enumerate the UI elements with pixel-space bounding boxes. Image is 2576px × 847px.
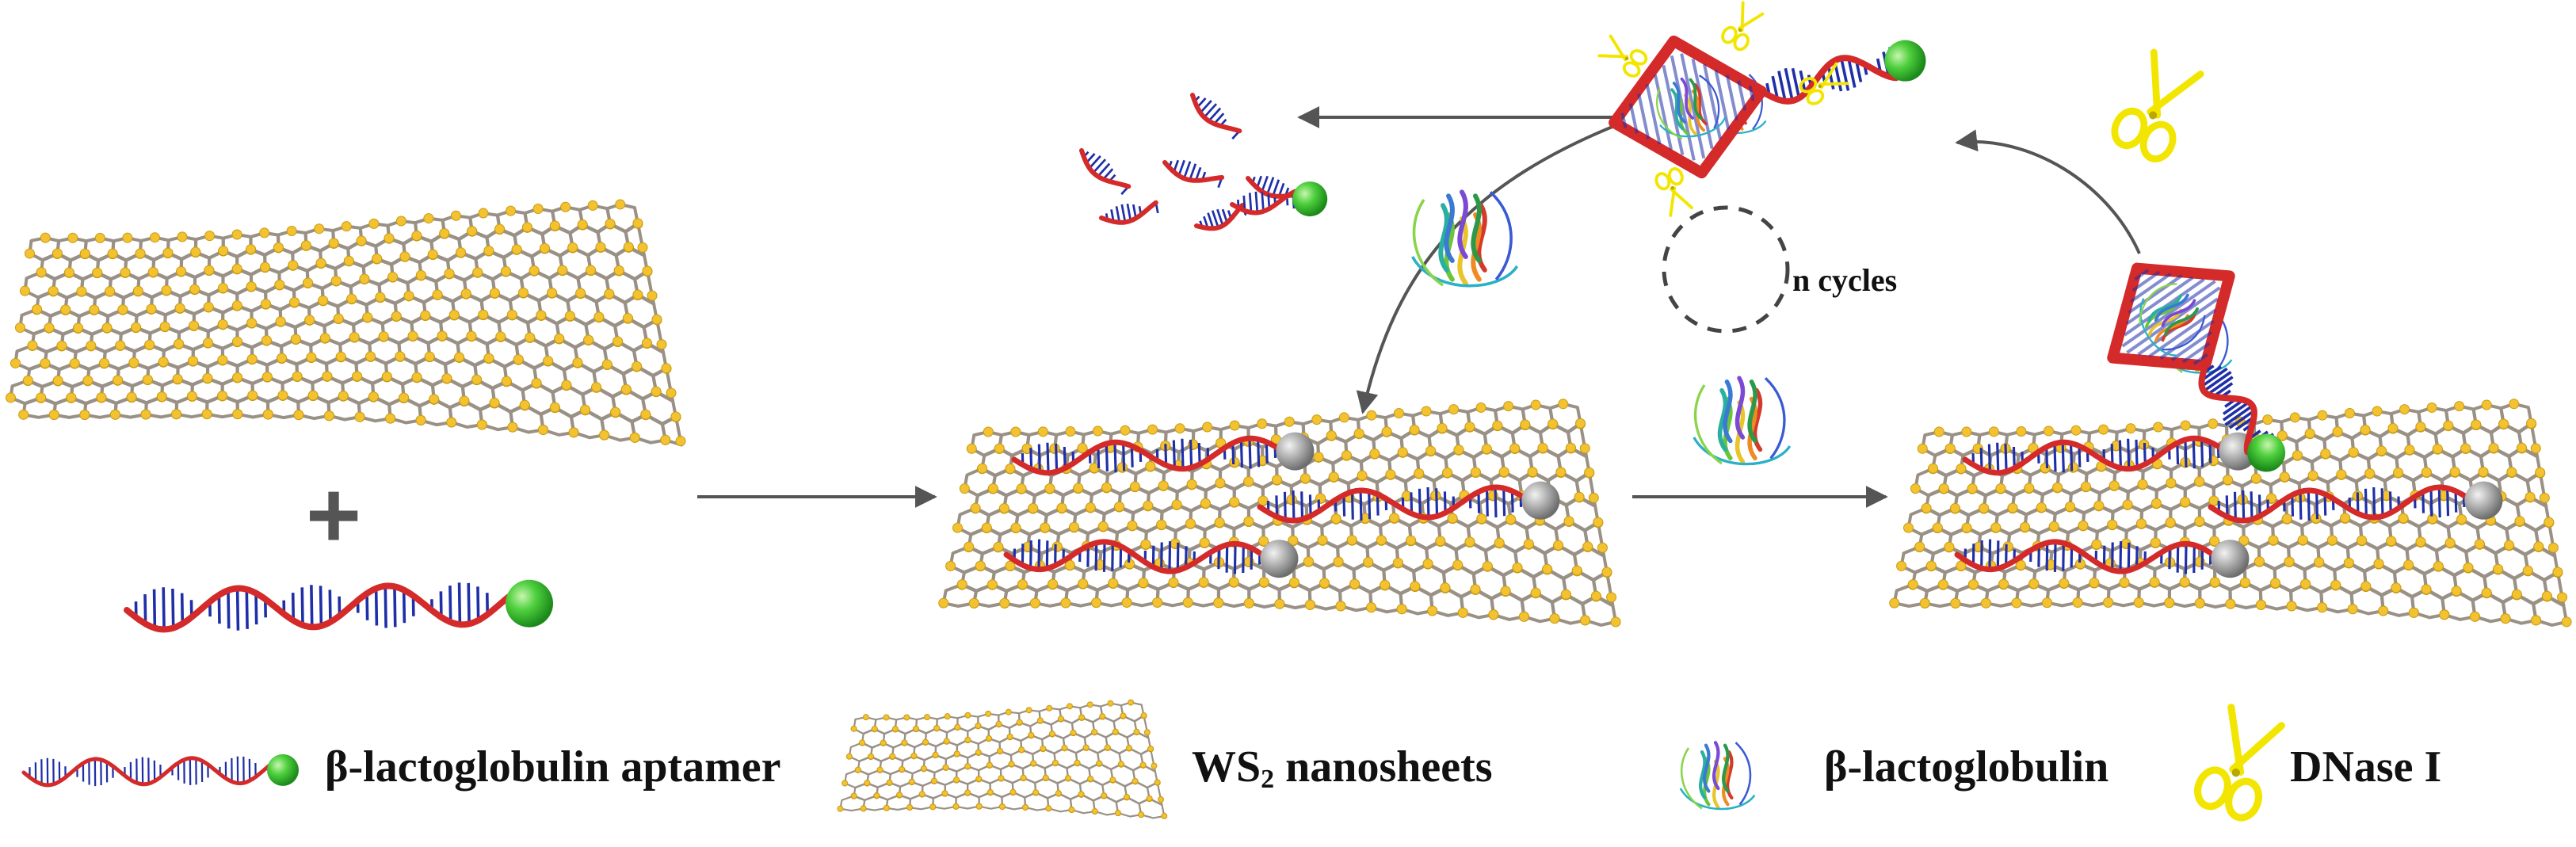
cycle-indicator bbox=[1662, 205, 1790, 334]
protein-legend bbox=[1679, 741, 1756, 811]
aptamer-legend bbox=[21, 754, 299, 788]
arrow-protein-recycle bbox=[1356, 117, 1633, 414]
ws2-sheet-after-target bbox=[1889, 399, 2572, 628]
dnase-scissors-legend-icon bbox=[2194, 704, 2285, 822]
dnase-scissors-on-complex-icon bbox=[1597, 1, 1849, 217]
legend-enzyme-label: DNase I bbox=[2290, 742, 2442, 792]
aptamers-adsorbed-middle bbox=[1003, 432, 1560, 578]
protein-beta-lactoglobulin-1 bbox=[1411, 189, 1519, 288]
legend-aptamer-label: β-lactoglobulin aptamer bbox=[325, 742, 781, 792]
legend-nanosheets-label: WS2 nanosheets bbox=[1192, 742, 1493, 794]
ws2-sheet-free bbox=[5, 199, 686, 447]
complex-top bbox=[1609, 35, 1926, 179]
legend-protein-label: β-lactoglobulin bbox=[1824, 742, 2109, 792]
ws2-sheet-with-probes bbox=[938, 399, 1621, 628]
ws2-sheet-legend bbox=[837, 699, 1168, 819]
dnase-scissors-icon bbox=[2111, 48, 2204, 162]
plus-sign: + bbox=[306, 462, 362, 568]
arrow-enzyme-cleave bbox=[1955, 129, 2141, 254]
dna-fragments bbox=[1079, 93, 1328, 231]
aptamer-free bbox=[124, 579, 553, 633]
complex-right bbox=[2107, 262, 2286, 472]
cycles-label: n cycles bbox=[1792, 262, 1898, 298]
protein-beta-lactoglobulin-2 bbox=[1693, 376, 1792, 466]
